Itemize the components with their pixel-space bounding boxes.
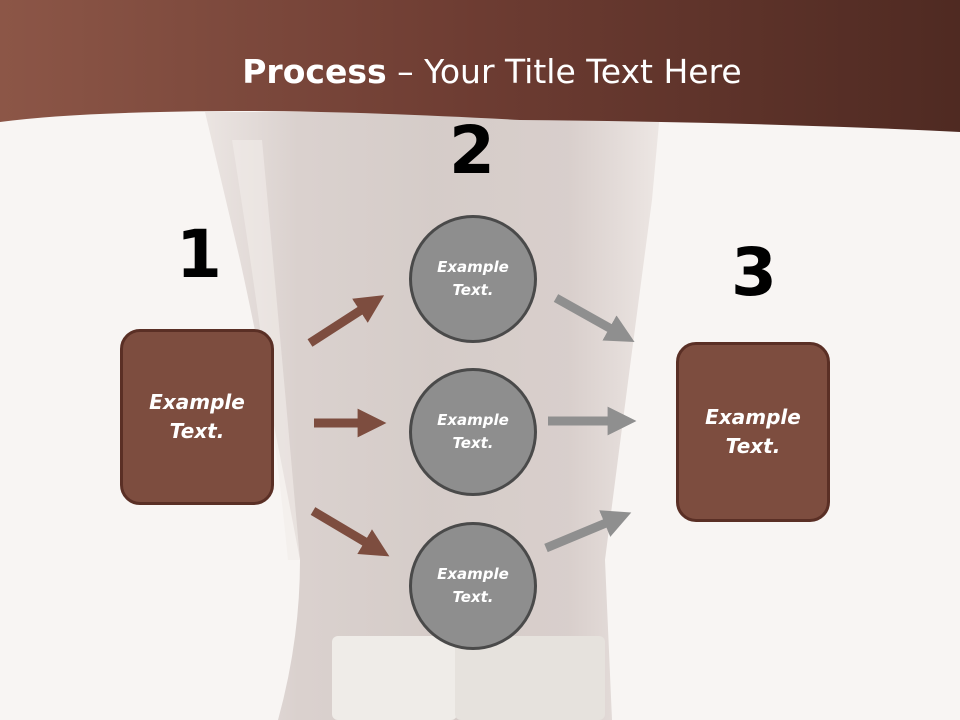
circle-text: Example Text. xyxy=(437,258,509,299)
circle-text: Example Text. xyxy=(437,565,509,606)
step-2-circle-bottom: Example Text. xyxy=(409,522,537,650)
step-2-circle-top: Example Text. xyxy=(409,215,537,343)
step-3-box: Example Text. xyxy=(676,342,830,522)
title-bold: Process xyxy=(242,52,387,91)
step-1-box-text: Example Text. xyxy=(149,390,245,443)
step-3-box-text: Example Text. xyxy=(705,405,801,458)
step-number-1: 1 xyxy=(176,216,222,293)
step-number-2: 2 xyxy=(449,112,495,189)
header-band xyxy=(0,0,960,132)
title-rest: – Your Title Text Here xyxy=(386,52,742,91)
slide-title: Process – Your Title Text Here xyxy=(0,52,960,91)
circle-text: Example Text. xyxy=(437,411,509,452)
step-number-3: 3 xyxy=(731,234,777,311)
step-1-box: Example Text. xyxy=(120,329,274,505)
step-2-circle-middle: Example Text. xyxy=(409,368,537,496)
